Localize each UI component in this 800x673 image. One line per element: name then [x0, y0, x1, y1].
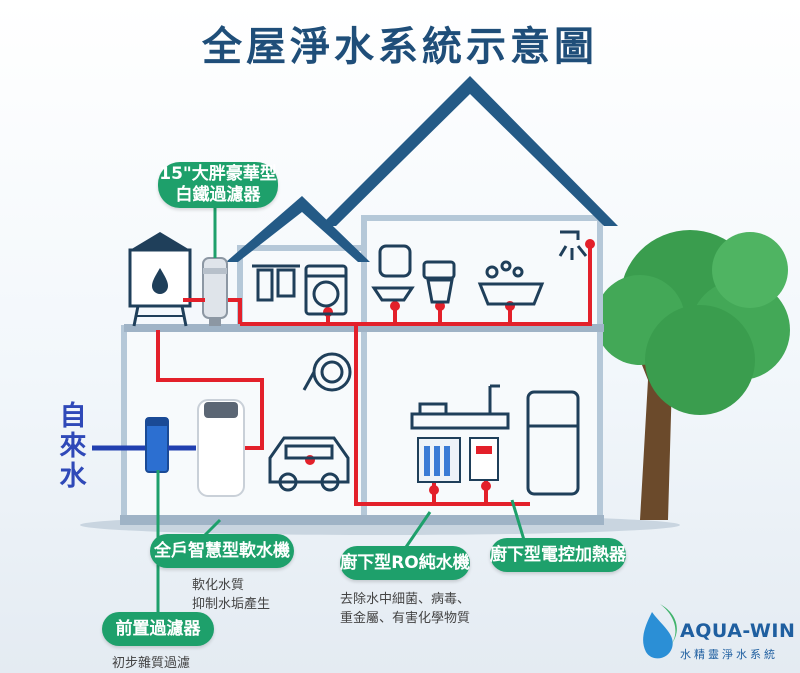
ro-desc-line2: 重金屬、有害化學物質 — [340, 611, 471, 626]
ro-desc-line1: 去除水中細菌、病毒、 — [340, 592, 471, 607]
roof — [226, 76, 618, 262]
softener-desc-line2: 抑制水垢產生 — [192, 597, 271, 612]
iron-filter-icon — [202, 257, 228, 326]
iron-filter-label-line1: 15"大胖豪華型 — [159, 164, 277, 184]
heater-label: 廚下型電控加熱器 — [490, 538, 626, 572]
iron-filter-label-line2: 白鐵過濾器 — [175, 185, 261, 205]
ro-desc: 去除水中細菌、病毒、 重金屬、有害化學物質 — [340, 590, 470, 628]
softener-desc: 軟化水質 抑制水垢產生 — [192, 576, 270, 614]
page-title: 全屋淨水系統示意圖 — [202, 24, 598, 70]
water-tank — [128, 232, 192, 327]
kitchen-icons — [410, 384, 580, 496]
tree — [595, 230, 790, 520]
water-softener-icon — [197, 399, 245, 497]
inlet-label: 自來水 — [59, 401, 87, 492]
ro-label: 廚下型RO純水機 — [340, 546, 470, 580]
softener-label: 全戶智慧型軟水機 — [150, 534, 294, 568]
garage-icons — [268, 352, 352, 492]
ro-and-heater-icons — [417, 437, 499, 483]
iron-filter-label: 15"大胖豪華型 白鐵過濾器 — [158, 162, 278, 208]
house — [120, 215, 604, 525]
bathroom-icons — [371, 230, 588, 306]
softener-desc-line1: 軟化水質 — [192, 578, 245, 593]
red-pipes — [156, 244, 592, 506]
aqua-win-logo-icon — [643, 604, 677, 659]
blue-inlet-pipe — [92, 417, 196, 473]
brand-subtitle: 水精靈淨水系統 — [680, 648, 778, 661]
laundry-icons — [252, 264, 348, 316]
brand-name: AQUA-WIN — [680, 620, 796, 642]
prefilter-label: 前置過濾器 — [102, 612, 214, 646]
prefilter-desc: 初步雜質過濾 — [112, 656, 191, 671]
